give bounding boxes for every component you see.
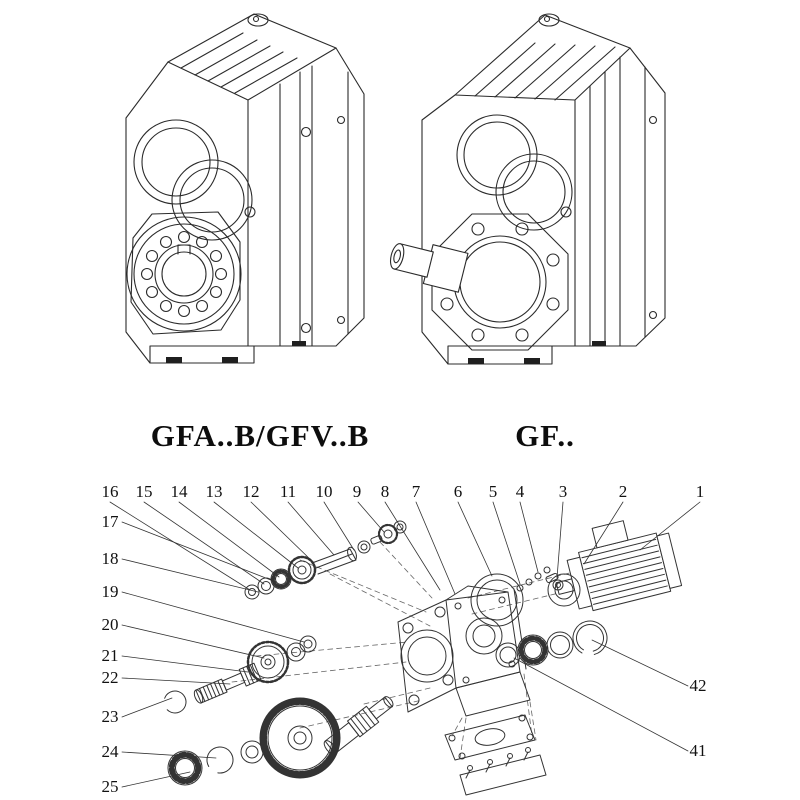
- callout-1: 1: [696, 482, 705, 501]
- callout-2: 2: [619, 482, 628, 501]
- ring-part: [546, 631, 574, 659]
- motor-gasket-part: [470, 573, 524, 627]
- callout-7: 7: [412, 482, 421, 501]
- callout-42: 42: [690, 676, 707, 695]
- callout-11: 11: [280, 482, 296, 501]
- bottom-cover-part: [459, 754, 547, 796]
- gf-lifting-hole: [538, 13, 560, 27]
- bottom-gasket-part: [444, 714, 536, 761]
- right-callout-leaders: [513, 639, 689, 752]
- snap-ring-part: [572, 620, 608, 656]
- callout-21: 21: [102, 646, 119, 665]
- gfab-top-fins: [180, 32, 298, 94]
- shim-ring-part: [495, 642, 521, 668]
- gfab-gear-bores: [133, 119, 256, 241]
- output-shaft-parts: [167, 696, 394, 786]
- motor-flange-ring: [547, 573, 581, 607]
- spacer-ring-part: [552, 579, 564, 591]
- top-callout-leaders: [109, 501, 701, 595]
- callout-20: 20: [102, 615, 119, 634]
- callout-25: 25: [102, 777, 119, 796]
- callout-13: 13: [206, 482, 223, 501]
- gfab-hollow-shaft-bearing: [126, 216, 242, 332]
- gf-side-ribs: [589, 56, 646, 347]
- output-gear-part: [259, 697, 341, 779]
- gfab-rib-bolts: [300, 115, 346, 334]
- bearing-part-right: [517, 634, 549, 666]
- gf-outline: [421, 14, 666, 365]
- callout-19: 19: [102, 582, 119, 601]
- cover-bolts: [465, 747, 531, 779]
- callout-23: 23: [102, 707, 119, 726]
- model-label-gfab-gfv: GFA..B/GFV..B: [150, 418, 370, 453]
- motor-part: [555, 520, 683, 612]
- output-shaft-part: [323, 696, 394, 755]
- callout-3: 3: [559, 482, 568, 501]
- callout-8: 8: [381, 482, 390, 501]
- gf-foot-slots: [468, 341, 606, 364]
- gf-output-shaft: [389, 243, 469, 293]
- gf-gearbox-drawing: [389, 13, 666, 365]
- exploded-diagram-svg: 16 15 14 13 12 11 10 9 8 7 6 5 4 3 2 1 1…: [102, 482, 707, 796]
- callout-6: 6: [454, 482, 463, 501]
- callout-22: 22: [102, 668, 119, 687]
- output-bearing-part: [167, 750, 203, 786]
- callout-10: 10: [316, 482, 333, 501]
- callout-24: 24: [102, 742, 120, 761]
- c-ring-part: [163, 690, 187, 714]
- callout-5: 5: [489, 482, 498, 501]
- callout-4: 4: [516, 482, 525, 501]
- callout-14: 14: [171, 482, 189, 501]
- gfab-lifting-hole: [247, 13, 269, 27]
- top-drawings-svg: [125, 13, 666, 365]
- snap-ring-2-part: [206, 746, 234, 774]
- input-shaft-parts: [244, 520, 407, 600]
- gf-top-fins: [474, 42, 616, 101]
- gfab-outline: [125, 13, 365, 364]
- callout-17: 17: [102, 512, 120, 531]
- callout-16: 16: [102, 482, 119, 501]
- callout-18: 18: [102, 549, 119, 568]
- gfab-foot-slots: [166, 341, 306, 363]
- assembly-dashed-lines: [231, 541, 589, 759]
- callout-12: 12: [243, 482, 260, 501]
- model-label-gf: GF..: [515, 418, 575, 453]
- motor-bolts: [516, 566, 551, 592]
- callout-41: 41: [690, 741, 707, 760]
- callout-15: 15: [136, 482, 153, 501]
- left-callout-leaders: [121, 521, 305, 788]
- intermediate-gear-parts: [163, 635, 317, 714]
- gf-gear-bores: [456, 114, 573, 231]
- gfab-gearbox-drawing: [125, 13, 365, 364]
- gfab-side-ribs: [279, 65, 349, 347]
- housing-part: [397, 585, 531, 717]
- gf-rib-bolts: [648, 115, 658, 320]
- callout-9: 9: [353, 482, 362, 501]
